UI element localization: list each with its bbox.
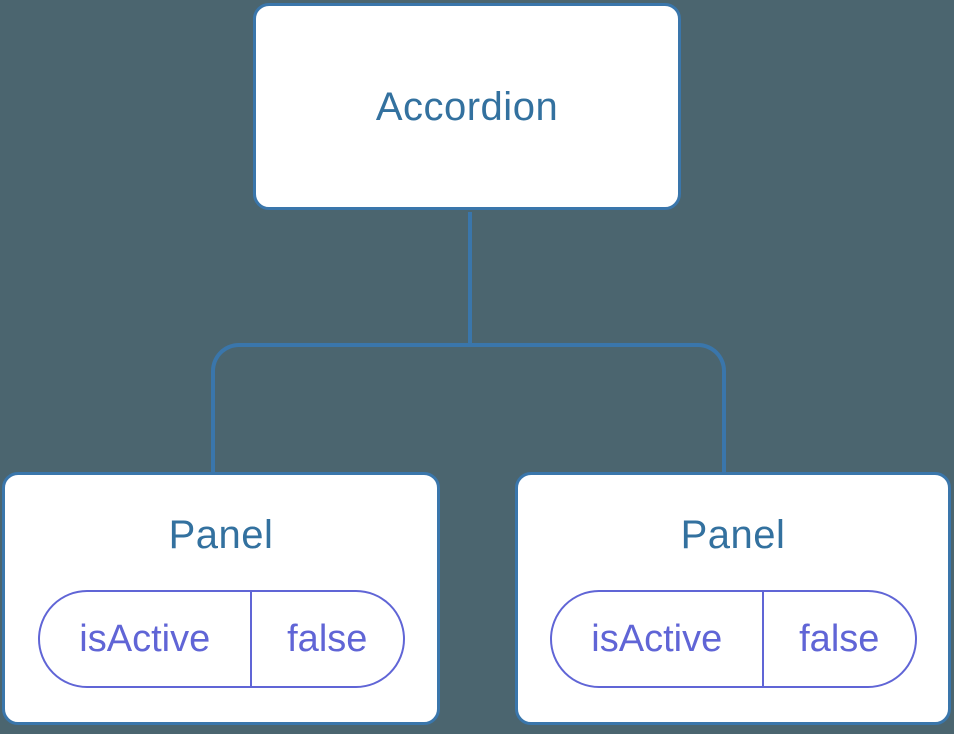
pill-key: isActive — [552, 592, 765, 686]
node-panel-left-label: Panel — [168, 513, 274, 557]
node-panel-right: Panel isActive false — [515, 472, 951, 725]
node-accordion-label: Accordion — [375, 84, 559, 129]
pill-value: false — [799, 617, 880, 660]
node-panel-left: Panel isActive false — [2, 472, 440, 725]
node-accordion: Accordion — [253, 3, 681, 210]
node-panel-right-label: Panel — [680, 513, 786, 557]
connector-bracket — [211, 343, 726, 472]
pill-key: isActive — [40, 592, 253, 686]
connector-stem — [468, 212, 472, 345]
state-pill: isActive false — [549, 590, 917, 688]
state-pill: isActive false — [37, 590, 405, 688]
pill-value: false — [287, 617, 368, 660]
